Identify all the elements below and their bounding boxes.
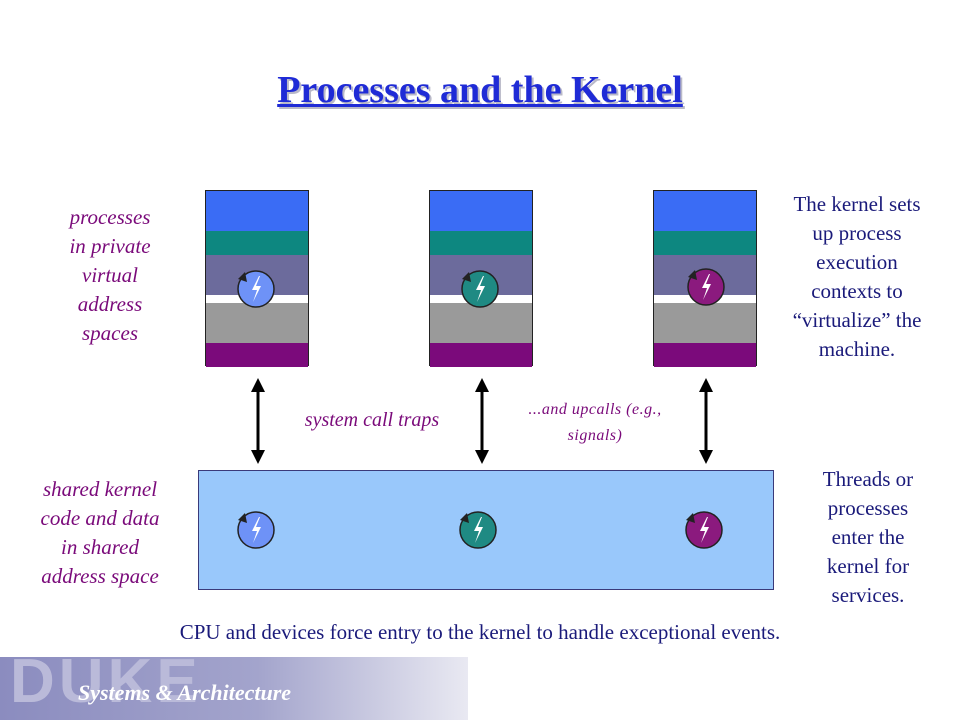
stack-segment: [654, 231, 756, 255]
slide-title: Processes and the Kernel: [277, 69, 683, 111]
label-line: code and data: [40, 506, 160, 530]
system-call-traps-label: system call traps: [304, 409, 440, 431]
label-line: up process: [812, 221, 902, 245]
stack-segment: [206, 303, 308, 343]
stack-segment: [430, 303, 532, 343]
stack-segment: [430, 191, 532, 231]
upcalls-label: ...and upcalls (e.g., signals): [500, 397, 690, 449]
double-headed-arrow-icon: [699, 378, 713, 464]
threads-enter-kernel-label: Threads or processes enter the kernel fo…: [790, 465, 946, 610]
footer-banner: [0, 657, 468, 720]
label-line: The kernel sets: [793, 192, 921, 216]
thread-bolt-icon: [687, 268, 725, 306]
label-line: machine.: [818, 337, 896, 361]
label-line: execution: [816, 250, 898, 274]
label-line: kernel for: [826, 554, 910, 578]
thread-bolt-icon: [459, 511, 497, 549]
shared-kernel-label: shared kernel code and data in shared ad…: [20, 475, 180, 591]
label-line: in private: [69, 234, 151, 258]
kernel-sets-up-label: The kernel sets up process execution con…: [772, 190, 942, 364]
label-line: processes: [69, 205, 151, 229]
stack-segment: [654, 343, 756, 367]
label-line: address space: [41, 564, 159, 588]
label-line: spaces: [82, 321, 138, 345]
caption: CPU and devices force entry to the kerne…: [179, 620, 781, 644]
label-line: virtual: [82, 263, 138, 287]
label-line: contexts to: [811, 279, 903, 303]
stack-segment: [430, 343, 532, 367]
stack-segment: [206, 343, 308, 367]
duke-logo: DUKE: [10, 647, 202, 716]
stack-segment: [206, 191, 308, 231]
thread-bolt-icon: [461, 270, 499, 308]
label-line: shared kernel: [42, 477, 158, 501]
thread-bolt-icon: [685, 511, 723, 549]
stack-segment: [206, 231, 308, 255]
thread-bolt-icon: [237, 511, 275, 549]
double-headed-arrow-icon: [251, 378, 265, 464]
label-line: in shared: [61, 535, 139, 559]
double-headed-arrow-icon: [475, 378, 489, 464]
label-line: address: [77, 292, 143, 316]
stack-segment: [654, 191, 756, 231]
label-line: signals): [567, 427, 623, 444]
label-line: “virtualize” the: [792, 308, 922, 332]
label-line: enter the: [831, 525, 905, 549]
stack-segment: [654, 303, 756, 343]
stack-segment: [430, 231, 532, 255]
thread-bolt-icon: [237, 270, 275, 308]
label-line: processes: [827, 496, 909, 520]
label-line: ...and upcalls (e.g.,: [528, 401, 662, 418]
label-line: services.: [831, 583, 905, 607]
process-stack: [653, 190, 757, 367]
banner-text: Systems & Architecture: [78, 680, 292, 705]
private-address-spaces-label: processes in private virtual address spa…: [40, 203, 180, 348]
label-line: Threads or: [822, 467, 914, 491]
